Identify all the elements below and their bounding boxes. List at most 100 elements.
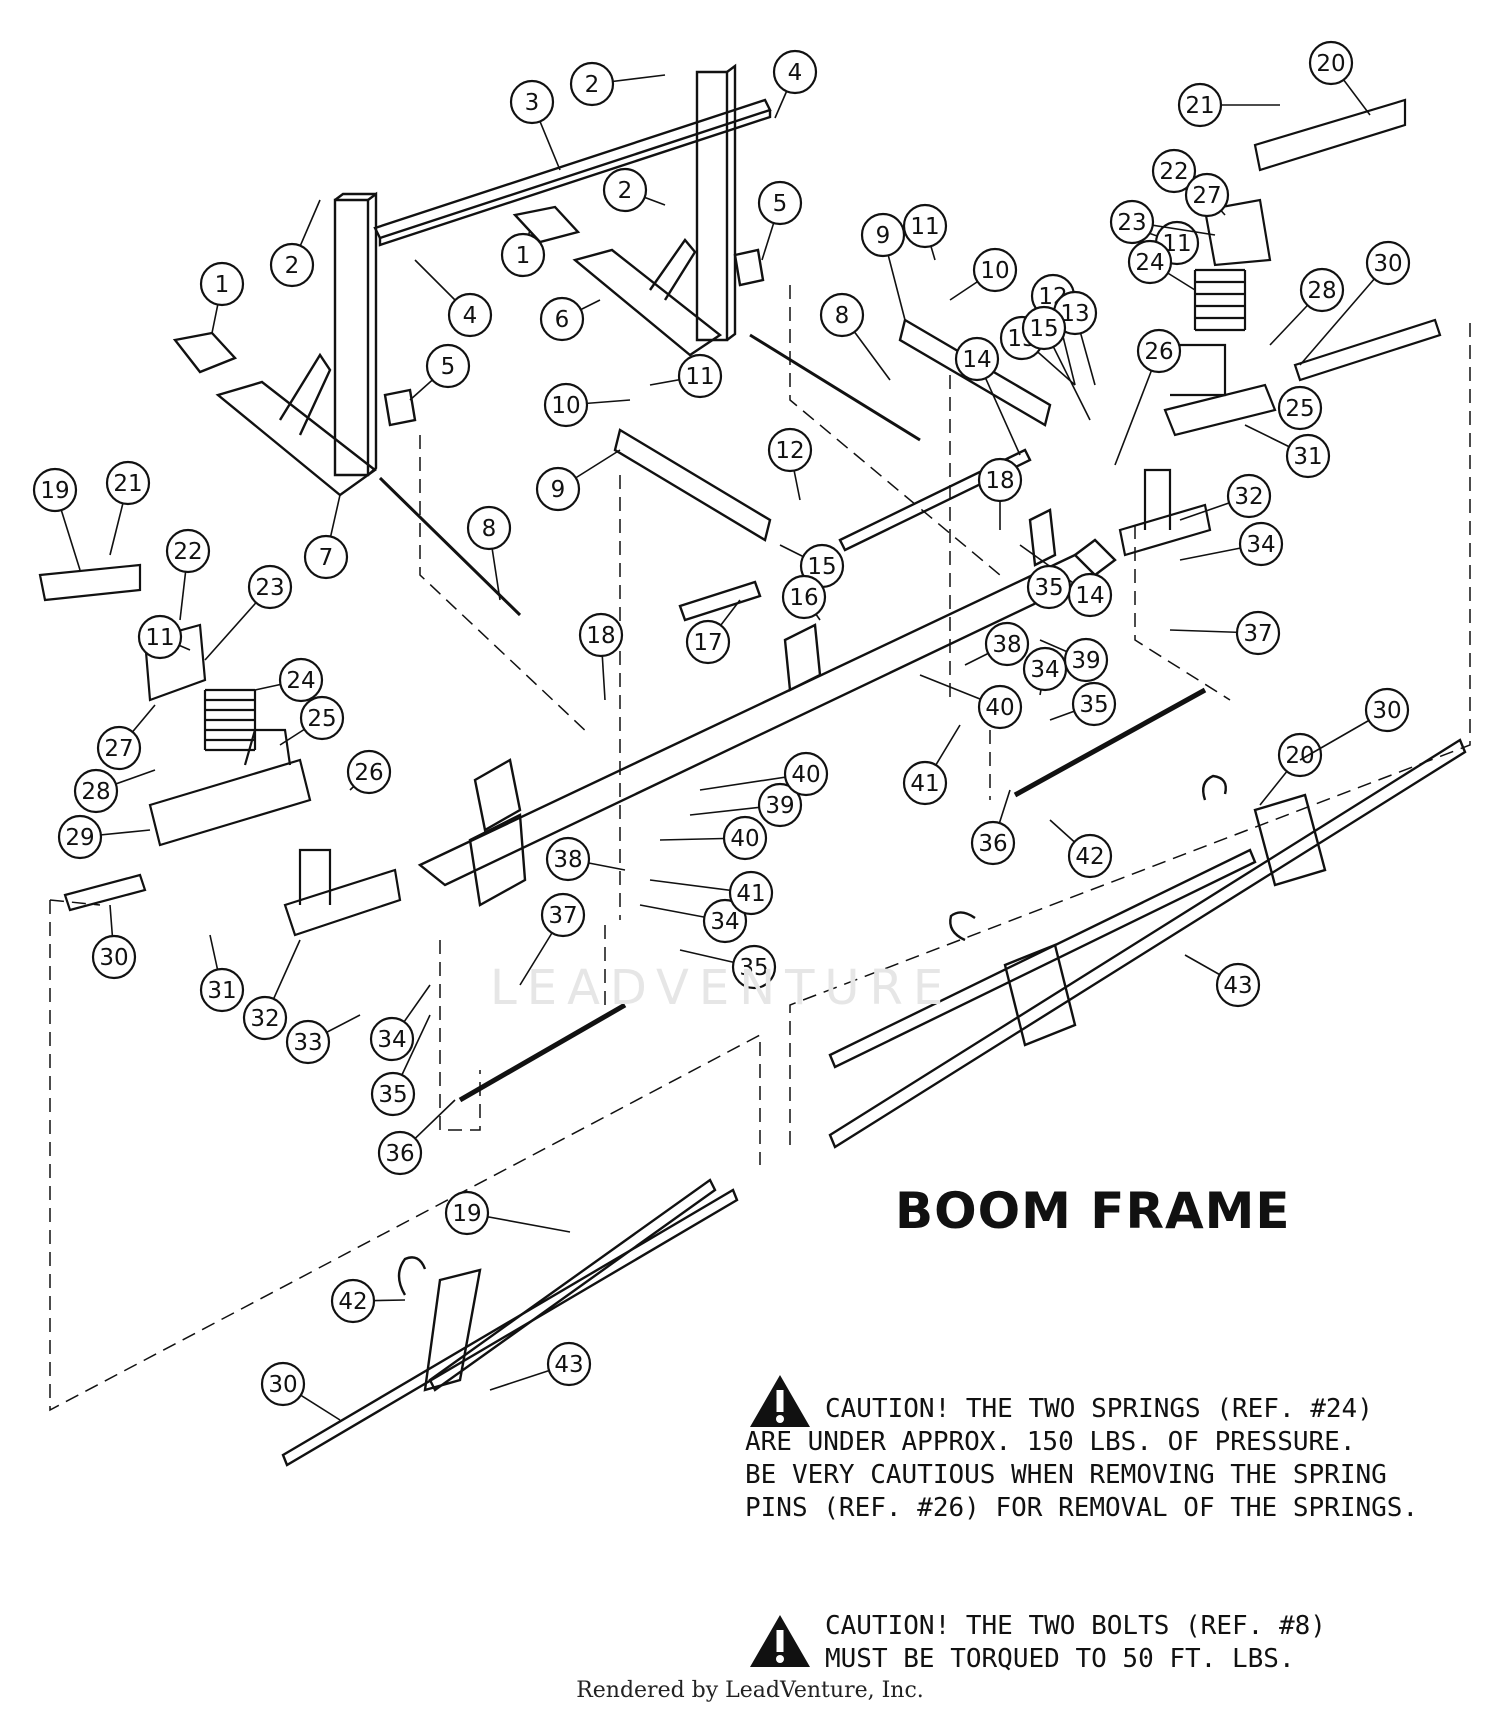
callout-circle [1235,610,1281,656]
callout-14: 14 [954,336,1021,456]
callout-number: 21 [113,471,142,497]
callout-number: 39 [1071,648,1100,674]
callout-number: 9 [876,223,891,249]
callout-number: 34 [710,909,739,935]
callout-number: 5 [773,191,788,217]
callout-circle [444,1190,490,1236]
callout-31: 31 [199,934,245,1013]
callout-circle [1063,637,1109,683]
callout-16: 16 [781,574,827,621]
callout-number: 1 [516,243,531,269]
warning-triangle-icon [750,1375,810,1427]
callout-circle [1308,40,1354,86]
callout-number: 17 [693,630,722,656]
callout-circle [73,768,119,814]
callout-circle [783,751,829,797]
callout-40: 40 [659,815,768,861]
callout-circle [569,61,615,107]
callout-34: 34 [1022,646,1068,696]
callout-17: 17 [685,599,741,665]
callout-circle [970,820,1016,866]
callout-circle [860,212,906,258]
callout-circle [96,725,142,771]
callout-circle [1364,687,1410,733]
callout-number: 24 [286,668,315,694]
callout-number: 15 [1029,316,1058,342]
callout-29: 29 [57,814,151,860]
callout-number: 35 [378,1082,407,1108]
callout-number: 28 [1307,278,1336,304]
callout-number: 23 [255,575,284,601]
callout-number: 15 [807,554,836,580]
callout-circle [299,695,345,741]
callout-number: 18 [586,623,615,649]
callout-3: 3 [509,79,561,171]
callout-21: 21 [1177,82,1280,128]
callout-circle [1177,82,1223,128]
callout-1: 1 [500,229,546,278]
callout-39: 39 [1039,637,1109,683]
callout-circle [1226,473,1272,519]
callout-number: 20 [1285,743,1314,769]
callout-leader-line [1299,262,1389,366]
callout-circle [57,814,103,860]
callout-circle [346,749,392,795]
callout-number: 32 [1234,484,1263,510]
callout-number: 27 [1192,183,1221,209]
callout-18: 18 [977,457,1023,530]
callout-circle [247,564,293,610]
callout-circle [425,343,471,389]
callout-number: 2 [585,72,600,98]
warning-triangle-icon [750,1615,810,1667]
callout-number: 38 [992,632,1021,658]
callout-number: 25 [1285,396,1314,422]
callout-15: 15 [1021,305,1091,421]
callout-10: 10 [543,382,631,428]
callout-number: 21 [1185,93,1214,119]
callout-24: 24 [1127,239,1196,291]
callout-39: 39 [689,782,803,828]
callout-8: 8 [819,292,891,381]
callout-number: 25 [307,706,336,732]
callout-5: 5 [409,343,471,401]
callout-number: 40 [791,762,820,788]
callout-number: 24 [1135,250,1164,276]
callout-number: 29 [65,825,94,851]
callout-circle [819,292,865,338]
callout-33: 33 [285,1014,361,1065]
callout-number: 8 [482,516,497,542]
callout-5: 5 [757,180,803,261]
callout-35: 35 [370,1014,431,1117]
callout-23: 23 [204,564,293,661]
callout-number: 34 [1246,532,1275,558]
callout-number: 27 [104,736,133,762]
callout-number: 9 [551,477,566,503]
callout-31: 31 [1244,424,1331,479]
callout-27: 27 [1184,172,1230,218]
callout-35: 35 [1026,564,1072,610]
callout-number: 31 [1293,444,1322,470]
callout-circle [91,934,137,980]
callout-24: 24 [254,657,324,703]
caution-line: MUST BE TORQUED TO 50 FT. LBS. [825,1644,1295,1674]
callout-41: 41 [649,870,774,916]
callout-circle [1071,681,1117,727]
callout-circle [1277,732,1323,778]
callout-11: 11 [649,353,723,399]
callout-41: 41 [902,724,961,806]
page-title: BOOM FRAME [895,1182,1291,1240]
callout-circle [728,870,774,916]
callout-number: 16 [789,585,818,611]
callout-number: 43 [554,1352,583,1378]
caution-line: PINS (REF. #26) FOR REMOVAL OF THE SPRIN… [745,1493,1419,1523]
caution-line: CAUTION! THE TWO BOLTS (REF. #8) [825,1611,1326,1641]
callout-circle [772,49,818,95]
callout-26: 26 [346,749,392,795]
callout-8: 8 [466,505,512,601]
callout-circle [269,242,315,288]
callout-group: 1122234455678899101011111111121213131414… [32,40,1411,1421]
callout-1: 1 [199,261,245,334]
callout-circle [1238,521,1284,567]
spring-assemblies [38,98,1442,937]
callout-circle [540,892,586,938]
